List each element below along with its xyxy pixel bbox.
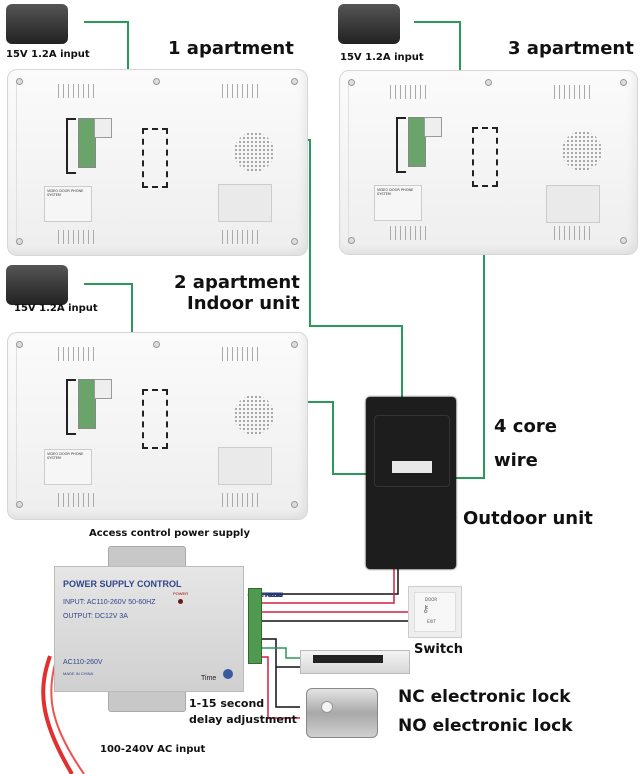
exit-switch: DOOR ⚷ EXIT xyxy=(408,586,462,638)
power-adapter-1 xyxy=(6,4,68,44)
indoor-unit-title: Indoor unit xyxy=(187,293,300,314)
power-led xyxy=(178,599,183,604)
psu-brand: POWER SUPPLY CONTROL xyxy=(63,579,182,589)
power-label-3: 15V 1.2A input xyxy=(340,52,424,63)
nc-wire xyxy=(262,647,300,659)
psu-ac-label: AC110-260V xyxy=(63,659,103,666)
psu-terminal-block xyxy=(248,588,262,664)
psu-power-text: POWER xyxy=(173,591,189,596)
power-adapter-3 xyxy=(338,4,400,44)
ac-input-label: 100-240V AC input xyxy=(100,744,206,755)
delay-label-line1: 1-15 second xyxy=(189,697,265,710)
wire-label-line1: 4 core xyxy=(494,416,557,437)
psu-input: INPUT: AC110-260V 50-60HZ xyxy=(63,599,156,606)
electric-bolt-lock xyxy=(306,688,378,738)
no-wire xyxy=(262,656,300,719)
power-supply-control: POWER SUPPLY CONTROL INPUT: AC110-260V 5… xyxy=(54,566,283,692)
time-label: Time xyxy=(201,675,217,682)
indoor-monitor-3: VIDEO DOOR PHONE SYSTEM xyxy=(339,70,638,255)
apartment-2-title: 2 apartment xyxy=(174,272,300,293)
outdoor-terminals xyxy=(392,461,432,473)
switch-label: Switch xyxy=(414,642,464,657)
magnetic-lock xyxy=(300,650,410,674)
apartment-1-title: 1 apartment xyxy=(168,38,294,59)
power-adapter-2 xyxy=(6,265,68,305)
speaker-grille xyxy=(234,132,274,172)
key-icon: ⚷ xyxy=(422,604,430,615)
terminal-block xyxy=(78,118,96,168)
indoor-monitor-1: VIDEO DOOR PHONE SYSTEM xyxy=(7,69,308,256)
psu-made-in: MADE IN CHINA xyxy=(63,671,94,676)
nc-lock-label: NC electronic lock xyxy=(398,687,571,707)
apartment-3-title: 3 apartment xyxy=(508,38,634,59)
indoor-monitor-2: VIDEO DOOR PHONE SYSTEM xyxy=(7,332,308,520)
ac-cable xyxy=(41,655,74,774)
delay-label-line2: delay adjustment xyxy=(189,713,297,726)
psu-output: OUTPUT: DC12V 3A xyxy=(63,613,128,620)
outdoor-unit-label: Outdoor unit xyxy=(463,508,593,529)
no-lock-label: NO electronic lock xyxy=(398,716,573,736)
power-label-2: 15V 1.2A input xyxy=(14,303,98,314)
psu-caption: Access control power supply xyxy=(89,528,250,539)
outdoor-unit xyxy=(366,397,456,569)
time-knob[interactable] xyxy=(223,669,233,679)
wire-label-line2: wire xyxy=(494,450,538,471)
com-wire xyxy=(262,638,300,708)
power-label-1: 15V 1.2A input xyxy=(6,49,90,60)
